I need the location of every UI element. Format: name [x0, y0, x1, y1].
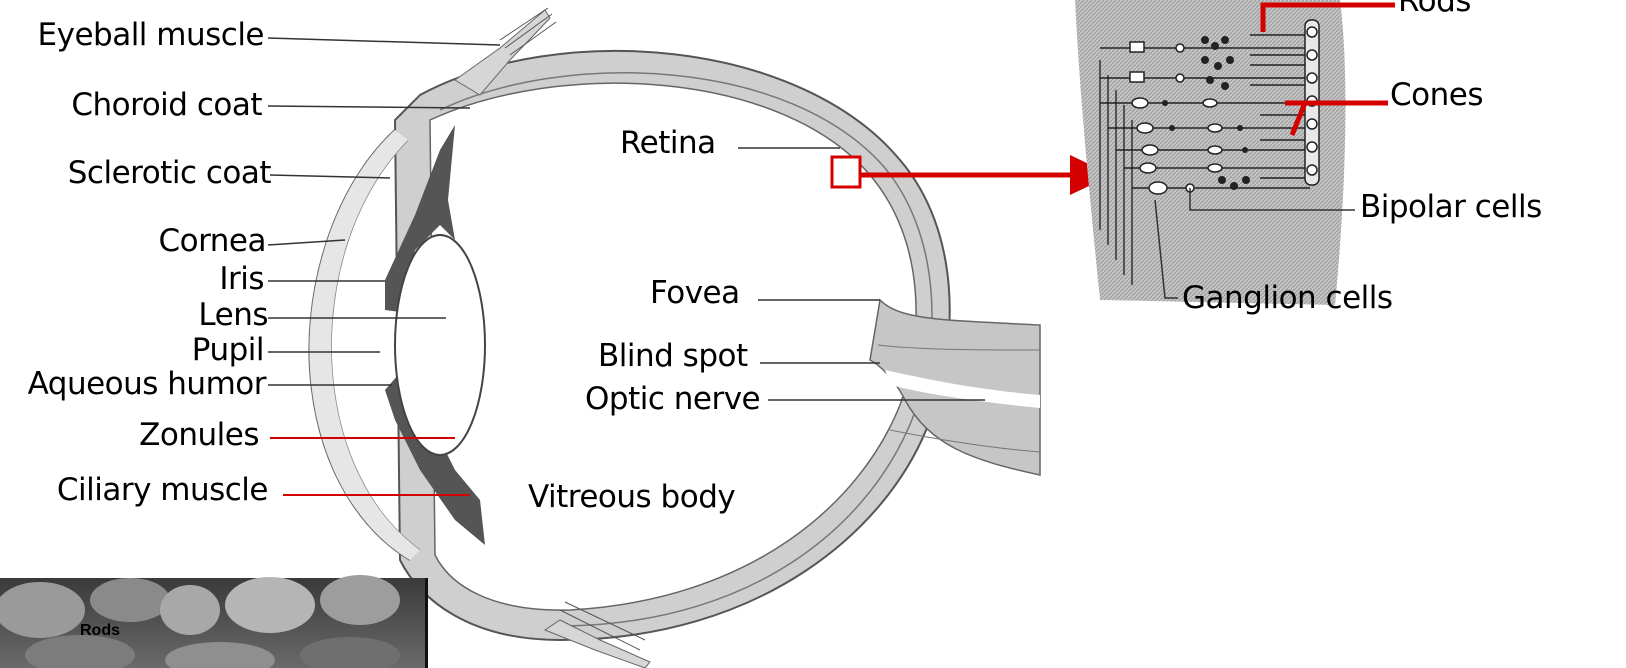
label-bipolar-cells: Bipolar cells [1360, 192, 1542, 223]
rods-photo [0, 575, 428, 668]
lens [395, 235, 485, 455]
label-sclerotic-coat: Sclerotic coat [68, 158, 271, 189]
label-rods: Rods [1398, 0, 1471, 17]
label-zonules: Zonules [139, 420, 259, 451]
label-choroid-coat: Choroid coat [71, 90, 262, 121]
label-blind-spot: Blind spot [598, 341, 748, 372]
label-aqueous-humor: Aqueous humor [28, 369, 266, 400]
label-iris: Iris [219, 264, 264, 295]
photo-label-rods: Rods [80, 622, 120, 640]
retina-marker [832, 157, 860, 187]
label-fovea: Fovea [650, 278, 740, 309]
retina-detail [1075, 0, 1395, 305]
label-eyeball-muscle: Eyeball muscle [38, 20, 264, 51]
label-vitreous-body: Vitreous body [528, 482, 735, 513]
label-pupil: Pupil [192, 335, 264, 366]
label-cornea: Cornea [158, 226, 266, 257]
label-lens: Lens [198, 300, 268, 331]
label-ciliary-muscle: Ciliary muscle [57, 475, 268, 506]
label-cones: Cones [1390, 80, 1483, 111]
label-optic-nerve: Optic nerve [585, 384, 760, 415]
label-ganglion-cells: Ganglion cells [1182, 283, 1393, 314]
label-retina: Retina [620, 128, 716, 159]
